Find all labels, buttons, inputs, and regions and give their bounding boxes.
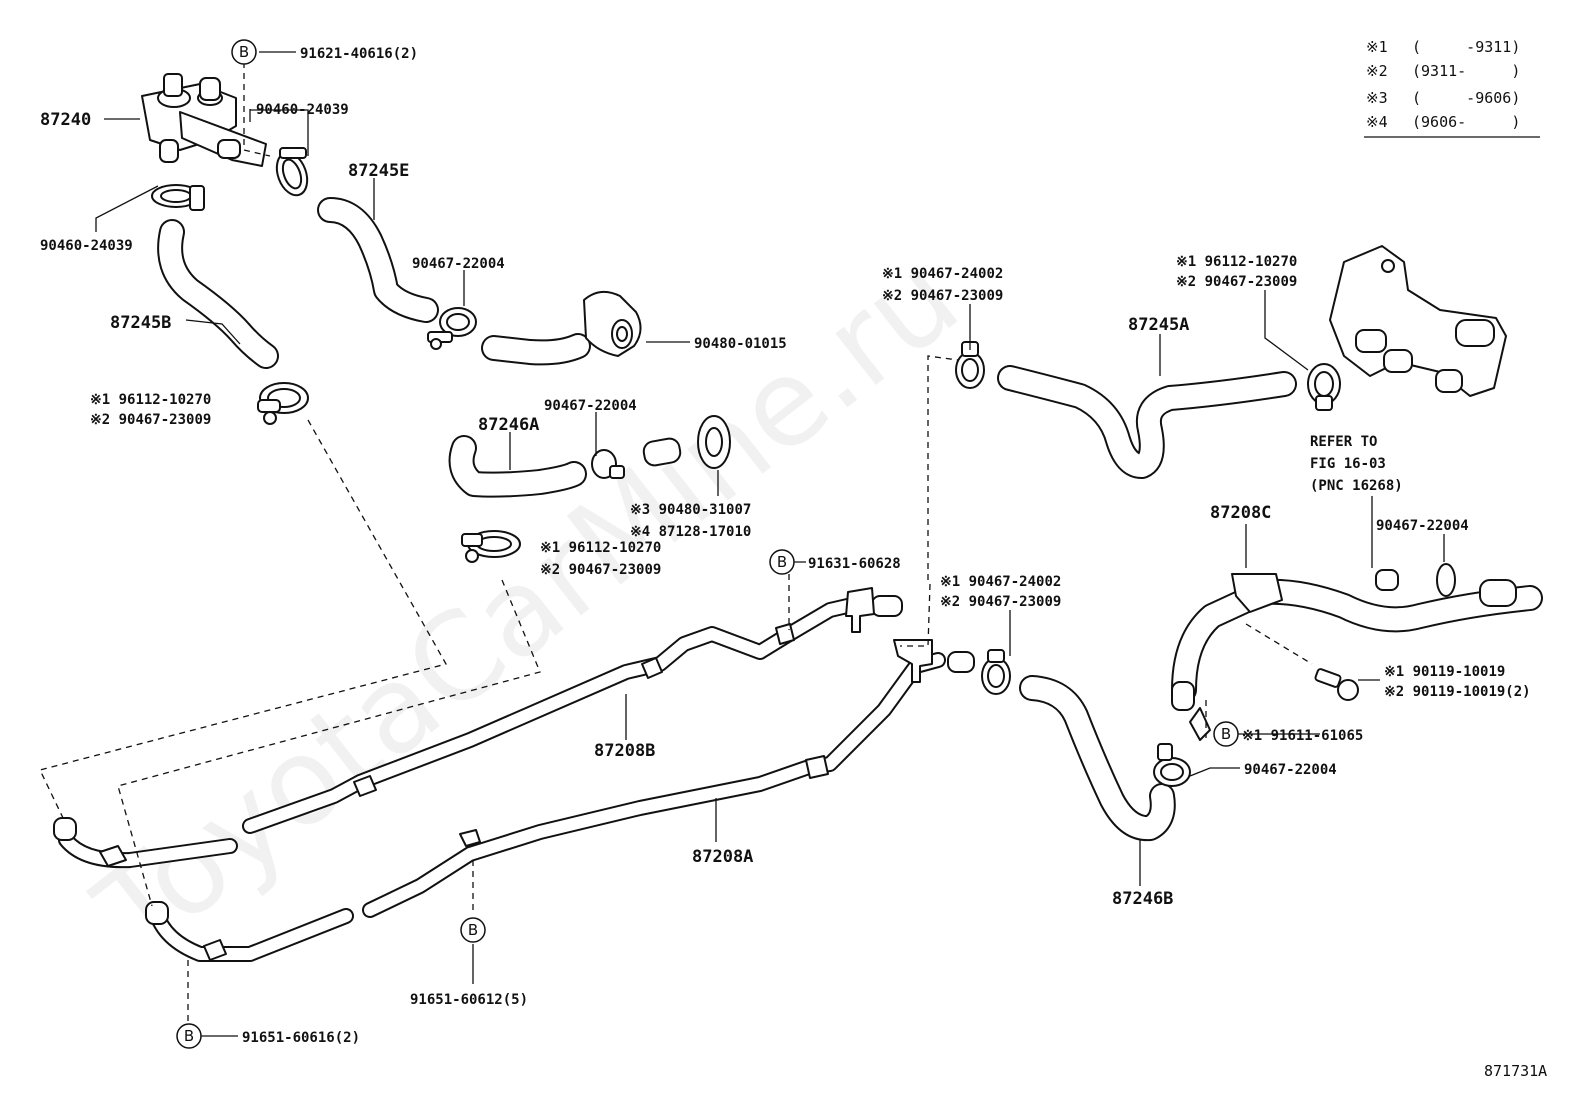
clamp-96112-left: [257, 382, 309, 425]
hose-87245E: [317, 197, 439, 323]
label-87240: 87240: [40, 110, 91, 130]
label-91651-60616: 91651-60616(2): [242, 1030, 360, 1046]
label-refer-pnc: (PNC 16268): [1310, 478, 1403, 494]
badge-b-3-letter: B: [1221, 725, 1231, 743]
badge-b-2-letter: B: [777, 553, 787, 571]
legend-range-3: ( -9606): [1412, 89, 1520, 107]
part-87240-valve: [141, 73, 267, 167]
badge-b-2: B: [769, 549, 795, 575]
hose-87245A: [997, 365, 1297, 479]
label-87208B: 87208B: [594, 741, 655, 761]
label-c1-90119: ※1 90119-10019: [1384, 664, 1505, 680]
label-87208A: 87208A: [692, 847, 753, 867]
legend-mark-2: ※2: [1366, 62, 1388, 80]
label-c2-90467-23009-top: ※2 90467-23009: [882, 288, 1003, 304]
badge-b-4-letter: B: [468, 921, 478, 939]
label-87245B: 87245B: [110, 313, 171, 333]
label-c1-96112-right: ※1 96112-10270: [1176, 254, 1297, 270]
label-90467-22004-d: 90467-22004: [1244, 762, 1337, 778]
clamp-90467-22004-a: [427, 307, 477, 350]
legend-range-4: (9606- ): [1412, 113, 1520, 131]
badge-b-1: B: [231, 39, 257, 65]
clamp-90460-24039-left: [151, 184, 205, 211]
label-refer-to: REFER TO: [1310, 434, 1377, 450]
label-91631-60628: 91631-60628: [808, 556, 901, 572]
label-c1-91611: ※1 91611-61065: [1242, 728, 1363, 744]
figure-code: 871731A: [1484, 1062, 1547, 1080]
label-87246B: 87246B: [1112, 889, 1173, 909]
label-90480-01015: 90480-01015: [694, 336, 787, 352]
label-90467-22004-c: 90467-22004: [1376, 518, 1469, 534]
hose-87246A: [448, 435, 587, 498]
grommet-90480-31007: [697, 415, 731, 469]
label-c2-90467-23009-mid: ※2 90467-23009: [940, 594, 1061, 610]
label-c1-90467-24002-mid: ※1 90467-24002: [940, 574, 1061, 590]
legend-mark-1: ※1: [1366, 38, 1388, 56]
legend-range-1: ( -9311): [1412, 38, 1520, 56]
label-c2-90467-right: ※2 90467-23009: [1176, 274, 1297, 290]
badge-b-4: B: [460, 917, 486, 943]
pipe-87208A: [145, 639, 975, 962]
legend: ※1 ( -9311) ※2 (9311- ) ※3 ( -9606) ※4 (…: [1364, 38, 1540, 138]
pipe-87208C: [1171, 563, 1543, 741]
label-91621-40616: 91621-40616(2): [300, 46, 418, 62]
clamp-90467-24002-mid: [981, 649, 1011, 695]
badge-b-1-letter: B: [239, 43, 249, 61]
label-c1-90467-24002-top: ※1 90467-24002: [882, 266, 1003, 282]
hose-87246B: [1019, 675, 1176, 842]
label-c2-90467-mid: ※2 90467-23009: [540, 562, 661, 578]
label-91651-60612: 91651-60612(5): [410, 992, 528, 1008]
label-87245A: 87245A: [1128, 315, 1189, 335]
label-90460-24039-left: 90460-24039: [40, 238, 133, 254]
badge-b-5: B: [176, 1023, 202, 1049]
label-refer-fig: FIG 16-03: [1310, 456, 1386, 472]
clamp-90467-22004-d: [1153, 743, 1191, 787]
label-87245E: 87245E: [348, 161, 409, 181]
hose-short-upper: [481, 333, 591, 366]
clamp-96112-right: [1307, 363, 1341, 411]
label-c1-96112-mid: ※1 96112-10270: [540, 540, 661, 556]
label-c1-96112-left: ※1 96112-10270: [90, 392, 211, 408]
label-c4-87128-17010: ※4 87128-17010: [630, 524, 751, 540]
water-outlet-housing: [1329, 245, 1507, 397]
badge-b-5-letter: B: [184, 1027, 194, 1045]
legend-mark-4: ※4: [1366, 113, 1388, 131]
legend-range-2: (9311- ): [1412, 62, 1520, 80]
grommet-90480-01015: [583, 290, 642, 357]
label-87246A: 87246A: [478, 415, 539, 435]
bolt-90119-10019: [1314, 668, 1359, 701]
label-c3-90480-31007: ※3 90480-31007: [630, 502, 751, 518]
badge-b-3: B: [1213, 721, 1239, 747]
label-c2-90467-left: ※2 90467-23009: [90, 412, 211, 428]
label-87208C: 87208C: [1210, 503, 1271, 523]
clamp-90460-24039-upper: [275, 147, 309, 197]
clamp-90467-22004-b: [591, 449, 625, 479]
label-90467-22004-b: 90467-22004: [544, 398, 637, 414]
pipe-87208B: [53, 587, 903, 869]
legend-mark-3: ※3: [1366, 89, 1388, 107]
hose-87245B: [157, 219, 279, 369]
label-90467-22004-a: 90467-22004: [412, 256, 505, 272]
clamp-96112-mid: [461, 530, 521, 563]
pipe-short-mid: [642, 437, 682, 467]
label-90460-24039-top: 90460-24039: [256, 102, 349, 118]
label-c2-90119: ※2 90119-10019(2): [1384, 684, 1531, 700]
